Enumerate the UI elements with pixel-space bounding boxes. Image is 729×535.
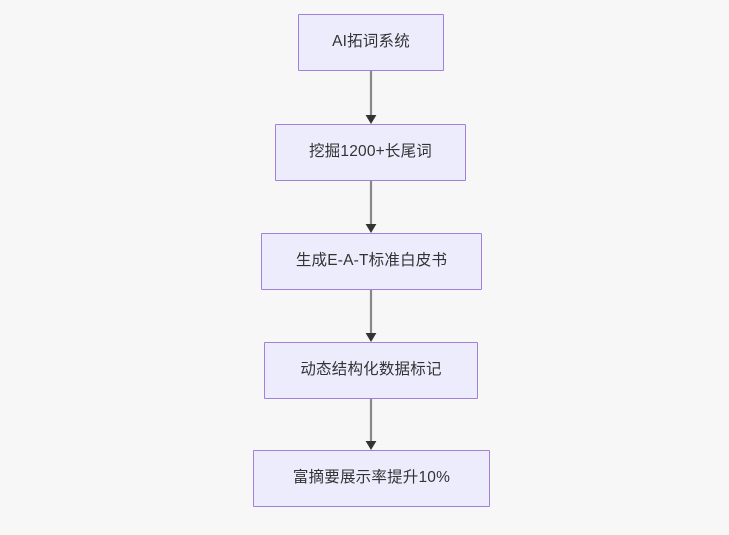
flow-node-mine-longtail-keywords[interactable]: 挖掘1200+长尾词: [275, 124, 466, 181]
flow-node-label: 富摘要展示率提升10%: [292, 469, 451, 487]
flow-node-label: 挖掘1200+长尾词: [308, 143, 433, 161]
flow-node-rich-snippet-rate-increase[interactable]: 富摘要展示率提升10%: [253, 450, 490, 507]
flow-node-label: AI拓词系统: [332, 33, 410, 51]
flow-node-label: 动态结构化数据标记: [300, 361, 442, 379]
edge-node2-to-node3: [361, 181, 381, 233]
edge-node4-to-node5: [361, 398, 381, 450]
flow-node-dynamic-structured-data-markup[interactable]: 动态结构化数据标记: [264, 342, 478, 399]
flow-node-generate-eat-whitepaper[interactable]: 生成E-A-T标准白皮书: [261, 233, 482, 290]
flow-node-label: 生成E-A-T标准白皮书: [295, 252, 448, 270]
edge-node3-to-node4: [361, 290, 381, 342]
edge-node1-to-node2: [361, 71, 381, 124]
flow-node-ai-keyword-system[interactable]: AI拓词系统: [298, 14, 444, 71]
